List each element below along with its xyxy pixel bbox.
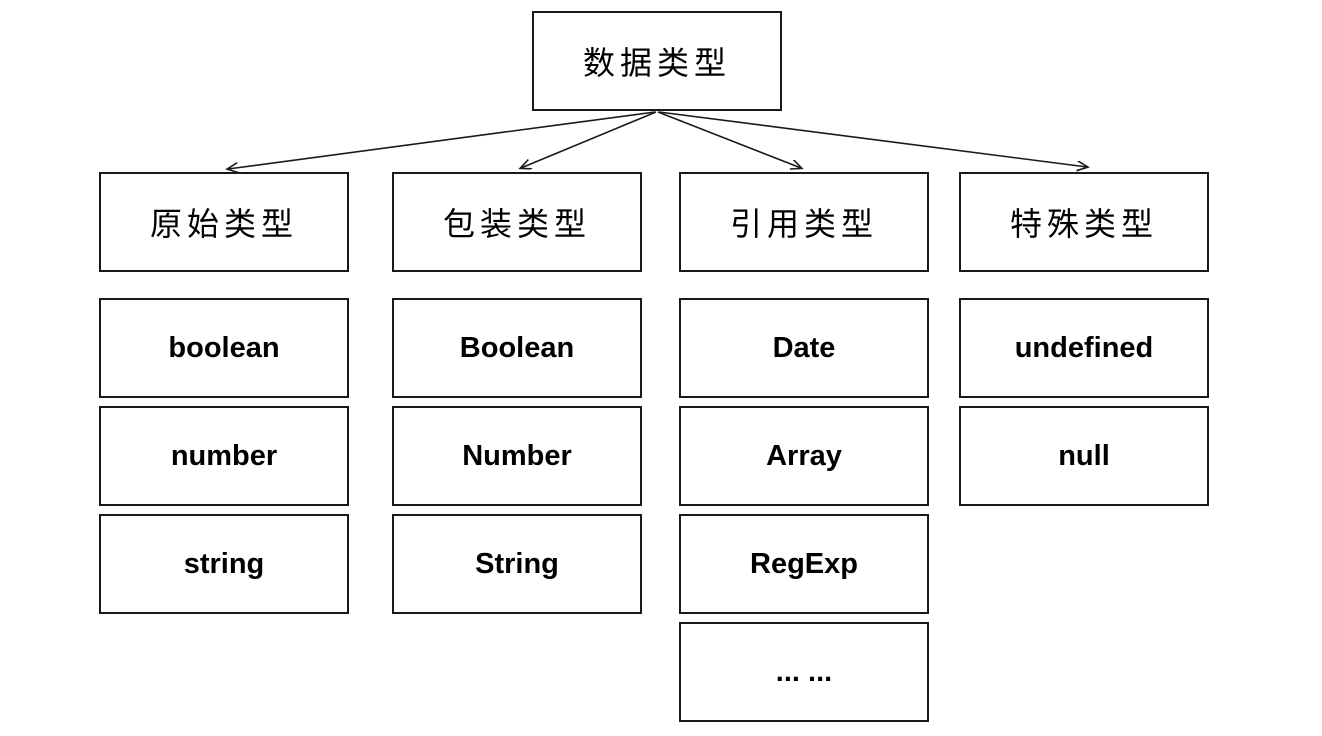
arrow-root-to-wrapper (521, 111, 657, 168)
category-label: 原始类型 (149, 206, 298, 242)
type-box-string: string (99, 514, 349, 614)
category-box-wrapper: 包装类型 (392, 172, 642, 272)
category-label: 包装类型 (442, 206, 591, 242)
type-label: Boolean (459, 331, 575, 364)
type-label: Array (766, 439, 842, 472)
type-label: ... ... (775, 655, 833, 688)
type-label: String (475, 547, 559, 580)
type-label: boolean (168, 331, 280, 364)
type-label: null (1058, 439, 1110, 472)
type-box-boolean-wrapper: Boolean (392, 298, 642, 398)
type-label: RegExp (750, 547, 858, 580)
type-label: Date (772, 331, 836, 364)
type-box-string-wrapper: String (392, 514, 642, 614)
arrow-root-to-primitive (228, 111, 656, 169)
category-label: 特殊类型 (1009, 206, 1158, 242)
category-box-reference: 引用类型 (679, 172, 929, 272)
category-box-primitive: 原始类型 (99, 172, 349, 272)
type-box-undefined: undefined (959, 298, 1209, 398)
type-box-null: null (959, 406, 1209, 506)
type-box-number: number (99, 406, 349, 506)
type-label: Number (462, 439, 572, 472)
column-reference: 引用类型 Date Array RegExp ... ... (679, 172, 929, 730)
column-special: 特殊类型 undefined null (959, 172, 1209, 514)
column-primitive: 原始类型 boolean number string (99, 172, 349, 622)
type-box-date: Date (679, 298, 929, 398)
category-label: 引用类型 (729, 206, 878, 242)
type-label: undefined (1014, 331, 1154, 364)
arrow-root-to-special (658, 111, 1087, 167)
type-box-regexp: RegExp (679, 514, 929, 614)
category-box-special: 特殊类型 (959, 172, 1209, 272)
root-node: 数据类型 (532, 11, 782, 111)
type-box-number-wrapper: Number (392, 406, 642, 506)
type-box-ellipsis: ... ... (679, 622, 929, 722)
root-node-label: 数据类型 (582, 45, 731, 81)
column-wrapper: 包装类型 Boolean Number String (392, 172, 642, 622)
type-label: string (183, 547, 265, 580)
arrow-root-to-reference (657, 111, 801, 168)
type-box-boolean: boolean (99, 298, 349, 398)
type-box-array: Array (679, 406, 929, 506)
type-label: number (170, 439, 278, 472)
